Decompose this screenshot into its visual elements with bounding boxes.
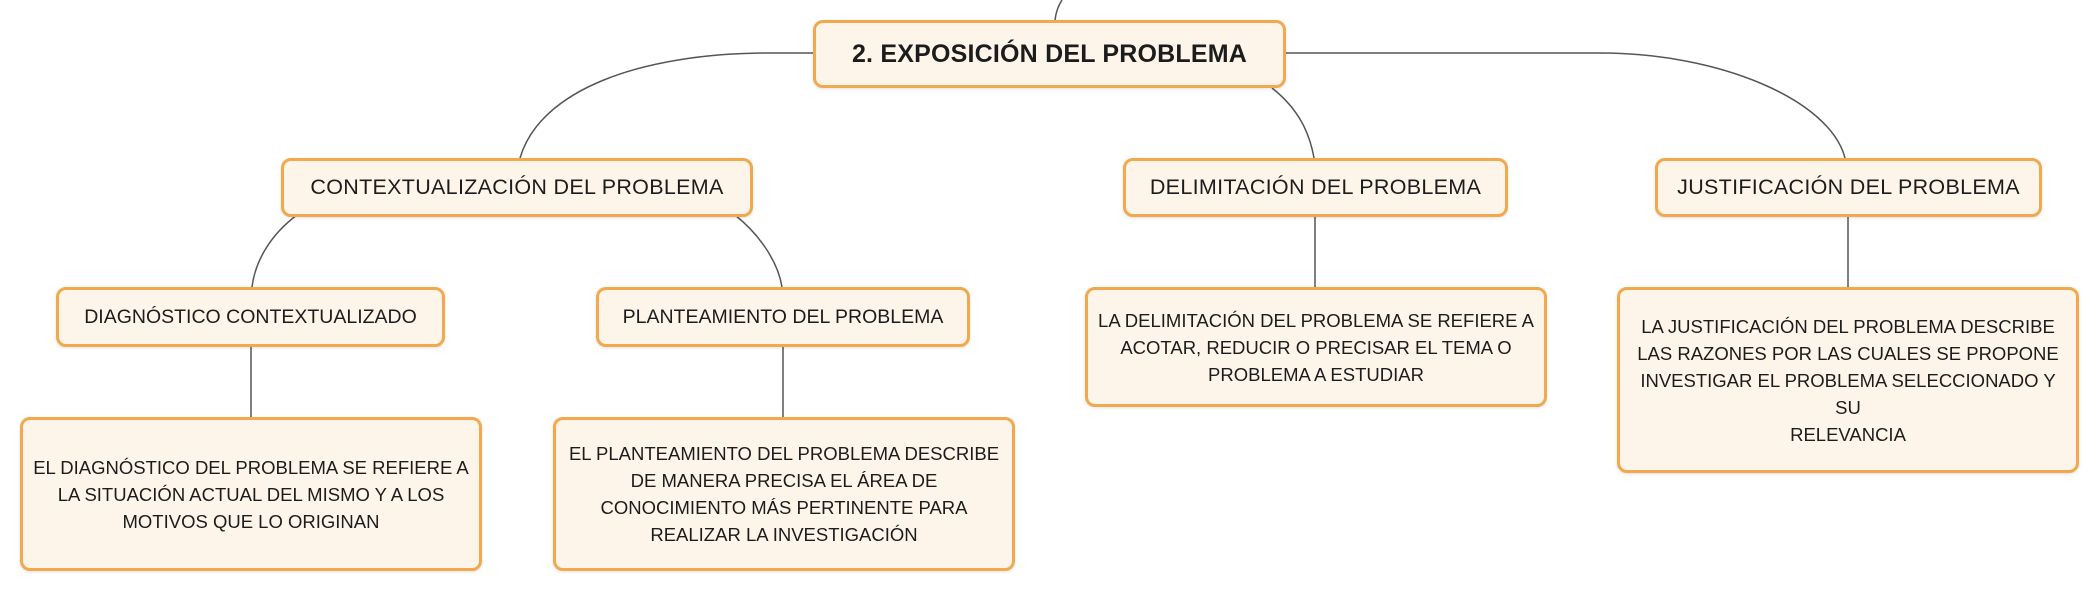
connector-root-to-delimitacion	[1271, 87, 1315, 159]
description-text: EL DIAGNÓSTICO DEL PROBLEMA SE REFIERE A…	[33, 456, 469, 532]
connector-contextualizacion-to-diagnostico	[251, 214, 298, 288]
branch-node-delimitacion[interactable]: DELIMITACIÓN DEL PROBLEMA	[1123, 158, 1508, 217]
subnode-label: DIAGNÓSTICO CONTEXTUALIZADO	[84, 305, 417, 328]
description-text: LA DELIMITACIÓN DEL PROBLEMA SE REFIERE …	[1098, 309, 1534, 385]
connector-root-to-justificacion	[1286, 52, 1846, 159]
description-text: EL PLANTEAMIENTO DEL PROBLEMA DESCRIBE D…	[568, 443, 1000, 545]
description-delimitacion[interactable]: LA DELIMITACIÓN DEL PROBLEMA SE REFIERE …	[1085, 287, 1547, 407]
subnode-diagnostico[interactable]: DIAGNÓSTICO CONTEXTUALIZADO	[56, 287, 445, 347]
branch-label: DELIMITACIÓN DEL PROBLEMA	[1149, 175, 1482, 199]
description-justificacion[interactable]: LA JUSTIFICACIÓN DEL PROBLEMA DESCRIBE L…	[1617, 287, 2079, 473]
description-text: LA JUSTIFICACIÓN DEL PROBLEMA DESCRIBE L…	[1637, 315, 2059, 445]
root-label: 2. EXPOSICIÓN DEL PROBLEMA	[851, 39, 1248, 68]
description-diagnostico[interactable]: EL DIAGNÓSTICO DEL PROBLEMA SE REFIERE A…	[20, 417, 482, 571]
connector-contextualizacion-to-planteamiento	[734, 214, 783, 288]
subnode-label: PLANTEAMIENTO DEL PROBLEMA	[622, 305, 944, 328]
description-planteamiento[interactable]: EL PLANTEAMIENTO DEL PROBLEMA DESCRIBE D…	[553, 417, 1015, 571]
branch-node-contextualizacion[interactable]: CONTEXTUALIZACIÓN DEL PROBLEMA	[281, 158, 753, 217]
subnode-planteamiento[interactable]: PLANTEAMIENTO DEL PROBLEMA	[596, 287, 970, 347]
connector-parent-to-root	[1054, 0, 1063, 21]
branch-label: JUSTIFICACIÓN DEL PROBLEMA	[1677, 175, 2020, 199]
branch-node-justificacion[interactable]: JUSTIFICACIÓN DEL PROBLEMA	[1655, 158, 2042, 217]
root-node[interactable]: 2. EXPOSICIÓN DEL PROBLEMA	[813, 20, 1286, 88]
branch-label: CONTEXTUALIZACIÓN DEL PROBLEMA	[310, 175, 724, 199]
connector-root-to-contextualizacion	[519, 52, 813, 159]
